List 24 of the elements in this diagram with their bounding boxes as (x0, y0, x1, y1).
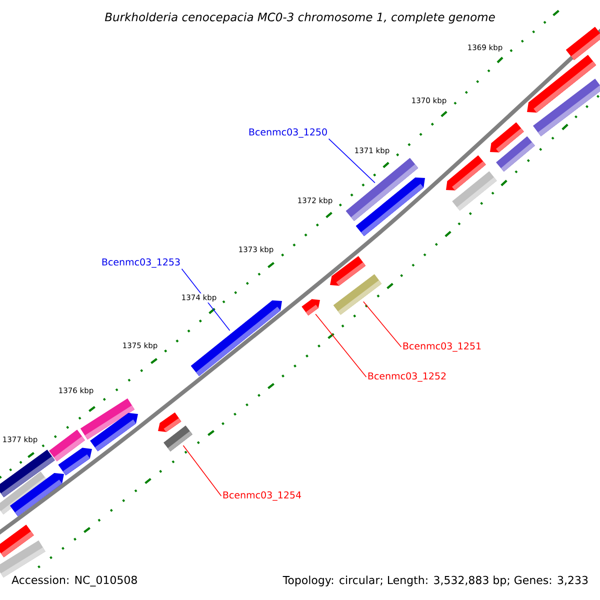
gene-label: Bcenmc03_1253 (102, 258, 180, 268)
gene-bar (496, 136, 535, 172)
gene-label: Bcenmc03_1254 (223, 491, 302, 501)
leader-line (315, 314, 367, 378)
gene-label: Bcenmc03_1252 (368, 372, 446, 382)
gene-bar (90, 412, 138, 452)
leader-line (182, 445, 222, 496)
gene-bar (566, 26, 600, 60)
gene-label: Bcenmc03_1251 (403, 342, 481, 352)
gene-bar (58, 448, 92, 476)
gene-bar (533, 78, 600, 136)
gene-bar (330, 256, 366, 286)
gene-bar (302, 299, 320, 316)
gene-label: Bcenmc03_1250 (249, 128, 327, 138)
gene-bar (452, 171, 497, 211)
title: Burkholderia cenocepacia MC0-3 chromosome 1, complete genome (104, 12, 495, 24)
accession-text: Accession: NC_010508 (12, 576, 137, 586)
gene-bar (190, 300, 282, 376)
summary-text: Topology: circular; Length: 3,532,883 bp; Genes: 3,233 (282, 576, 588, 586)
gene-bar (10, 473, 64, 516)
leader-line (328, 138, 376, 184)
leader-line (363, 301, 402, 348)
gene-bar (158, 412, 182, 432)
gene-bar (356, 178, 425, 236)
